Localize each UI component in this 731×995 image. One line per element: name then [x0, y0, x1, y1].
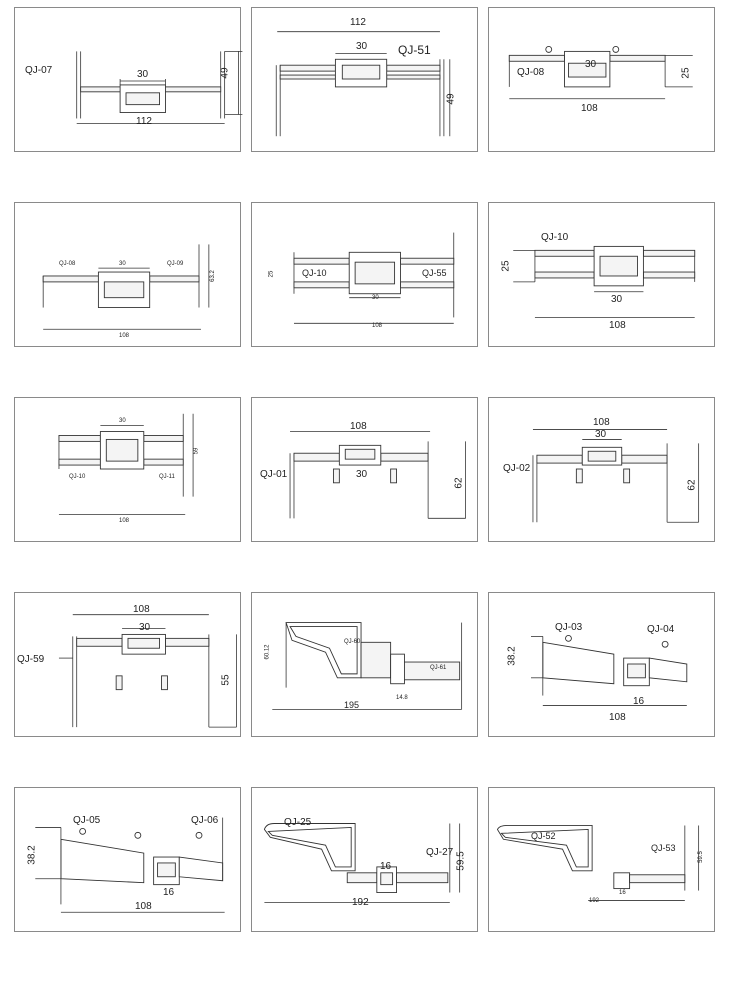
profile-code-label: QJ-05	[73, 815, 101, 826]
dimension-label: 108	[119, 518, 130, 524]
profile-drawing-qj-03-qj-04	[530, 634, 688, 706]
dimension-label: 59.5	[697, 851, 704, 863]
dimension-label: 108	[581, 103, 598, 114]
profile-code-label: QJ-11	[159, 474, 175, 480]
profile-panel-qj-10-qj-11: 30 59 QJ-10 QJ-11 108	[14, 397, 241, 542]
dimension-label: 30	[119, 418, 126, 424]
dimension-label: 108	[350, 421, 367, 432]
dimension-label: 112	[136, 116, 152, 127]
dimension-label: 16	[633, 696, 645, 707]
profile-code-label: QJ-60	[344, 639, 361, 645]
profile-drawing-qj-51	[275, 31, 451, 137]
profile-drawing-qj-07	[76, 50, 243, 124]
dimension-label: 192	[352, 897, 369, 908]
dimension-label: 112	[350, 17, 366, 28]
profile-drawing-qj-10	[513, 245, 696, 318]
profile-code-label: QJ-53	[651, 843, 676, 853]
dimension-label: 60.12	[264, 644, 271, 660]
profile-panel-qj-02: 108 30 QJ-02 62	[488, 397, 715, 542]
profile-code-label: QJ-07	[25, 65, 53, 76]
dimension-label: 30	[137, 69, 149, 80]
dimension-label: 62	[453, 477, 465, 489]
dimension-label: 30	[139, 622, 151, 633]
dimension-label: 30	[356, 41, 368, 52]
profile-panel-qj-52-qj-53: QJ-52 QJ-53 59.5 16 192	[488, 787, 715, 932]
profile-panel-qj-03-qj-04: QJ-03 QJ-04 38.2 16 108	[488, 592, 715, 737]
dimension-label: 55	[220, 674, 232, 686]
dimension-label: 59.5	[455, 851, 467, 871]
profile-drawing-qj-05-qj-06	[35, 817, 225, 913]
dimension-label: 16	[163, 887, 175, 898]
dimension-label: 195	[344, 700, 360, 710]
dimension-label: 25	[680, 67, 692, 79]
dimension-label: 25	[500, 260, 512, 272]
profile-code-label: QJ-59	[17, 654, 45, 665]
dimension-label: 192	[589, 898, 600, 904]
profile-drawing-qj-59	[58, 614, 237, 728]
profile-panel-qj-05-qj-06: QJ-05 QJ-06 38.2 16 108	[14, 787, 241, 932]
profile-code-label: QJ-55	[422, 268, 447, 278]
profile-code-label: QJ-01	[260, 469, 288, 480]
dimension-label: 30	[119, 261, 126, 267]
profile-drawing-qj-25-qj-27	[263, 823, 461, 903]
dimension-label: 49	[445, 93, 457, 105]
profile-drawing-qj-02	[532, 429, 700, 523]
dimension-label: 108	[609, 320, 626, 331]
profile-code-label: QJ-04	[647, 624, 675, 635]
profile-code-label: QJ-03	[555, 622, 583, 633]
profile-code-label: QJ-09	[167, 261, 184, 267]
profile-code-label: QJ-10	[69, 474, 86, 480]
dimension-label: 108	[372, 323, 383, 329]
dimension-label: 108	[609, 712, 626, 723]
dimension-label: 108	[133, 604, 150, 615]
dimension-label: 30	[611, 294, 623, 305]
profile-panel-qj-60-qj-61: 60.12 QJ-60 QJ-61 14.8 195	[251, 592, 478, 737]
profile-drawing-qj-10-qj-11	[58, 413, 194, 515]
dimension-label: 25	[268, 270, 275, 278]
profile-code-label: QJ-27	[426, 847, 454, 858]
profile-drawing-qj-08	[508, 46, 693, 100]
profile-panel-qj-51: 112 30 QJ-51 49	[251, 7, 478, 152]
profile-panel-qj-08-qj-09: QJ-08 30 QJ-09 63.2 108	[14, 202, 241, 347]
profile-panel-qj-01: 108 QJ-01 30 62	[251, 397, 478, 542]
profile-drawing-qj-08-qj-09	[42, 244, 210, 330]
profile-code-label: QJ-08	[59, 261, 76, 267]
profile-drawing-qj-10-qj-55	[293, 232, 455, 324]
profile-drawing-qj-60-qj-61	[272, 622, 463, 710]
profile-panel-qj-08: QJ-08 30 25 108	[488, 7, 715, 152]
profile-panel-qj-10: QJ-10 25 30 108	[488, 202, 715, 347]
dimension-label: 14.8	[396, 695, 408, 701]
profile-panel-qj-59: 108 30 QJ-59 55	[14, 592, 241, 737]
profile-code-label: QJ-10	[302, 268, 327, 278]
dimension-label: 16	[380, 861, 392, 872]
profile-code-label: QJ-51	[398, 43, 431, 57]
profile-panel-qj-10-qj-55: 25 QJ-10 QJ-55 30 108	[251, 202, 478, 347]
dimension-label: 108	[119, 333, 130, 339]
profile-code-label: QJ-02	[503, 463, 531, 474]
profile-panel-qj-25-qj-27: QJ-25 QJ-27 16 59.5 192	[251, 787, 478, 932]
profile-code-label: QJ-61	[430, 665, 447, 671]
dimension-label: 49	[219, 67, 231, 79]
profile-code-label: QJ-25	[284, 817, 312, 828]
dimension-label: 59	[193, 447, 200, 455]
profile-code-label: QJ-08	[517, 67, 545, 78]
dimension-label: 38.2	[26, 845, 38, 865]
dimension-label: 62	[686, 479, 698, 491]
profile-code-label: QJ-10	[541, 232, 569, 243]
profile-drawing-qj-52-qj-53	[496, 825, 700, 901]
dimension-label: 30	[356, 469, 368, 480]
dimension-label: 108	[135, 901, 152, 912]
dimension-label: 30	[595, 429, 607, 440]
profile-code-label: QJ-06	[191, 815, 219, 826]
dimension-label: 63.2	[209, 270, 216, 282]
profile-drawing-qj-01	[289, 431, 466, 519]
dimension-label: 38.2	[506, 646, 518, 666]
dimension-label: 16	[619, 890, 626, 896]
dimension-label: 108	[593, 417, 610, 428]
dimension-label: 30	[585, 59, 597, 70]
profile-panel-qj-07: QJ-07 30 49 112	[14, 7, 243, 152]
profile-code-label: QJ-52	[531, 831, 556, 841]
dimension-label: 30	[372, 295, 379, 301]
